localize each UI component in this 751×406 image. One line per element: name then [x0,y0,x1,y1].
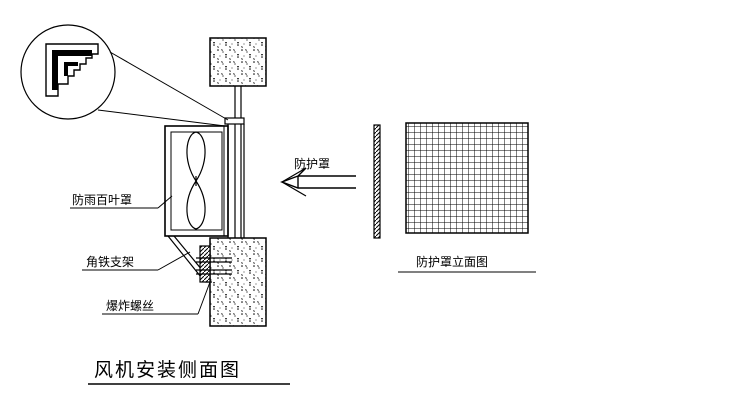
upper-wall [209,37,267,87]
drawing-title: 风机安装侧面图 [94,359,241,381]
label-angle-bracket: 角铁支架 [86,255,134,269]
angle-bracket [167,235,212,283]
label-guard: 防护罩 [294,156,330,171]
fan-blade-icon [186,131,206,230]
lower-wall [209,237,267,327]
airflow-arrow-icon [280,167,356,197]
guard-side-profile [373,124,381,239]
label-louver: 防雨百叶罩 [72,192,132,207]
label-expansion-bolt: 爆炸螺丝 [106,299,154,313]
guard-mesh [405,122,529,234]
leader-lines [70,195,536,385]
expansion-bolts [196,257,232,275]
label-guard-elevation: 防护罩立面图 [416,254,488,269]
detail-callout [20,24,229,127]
